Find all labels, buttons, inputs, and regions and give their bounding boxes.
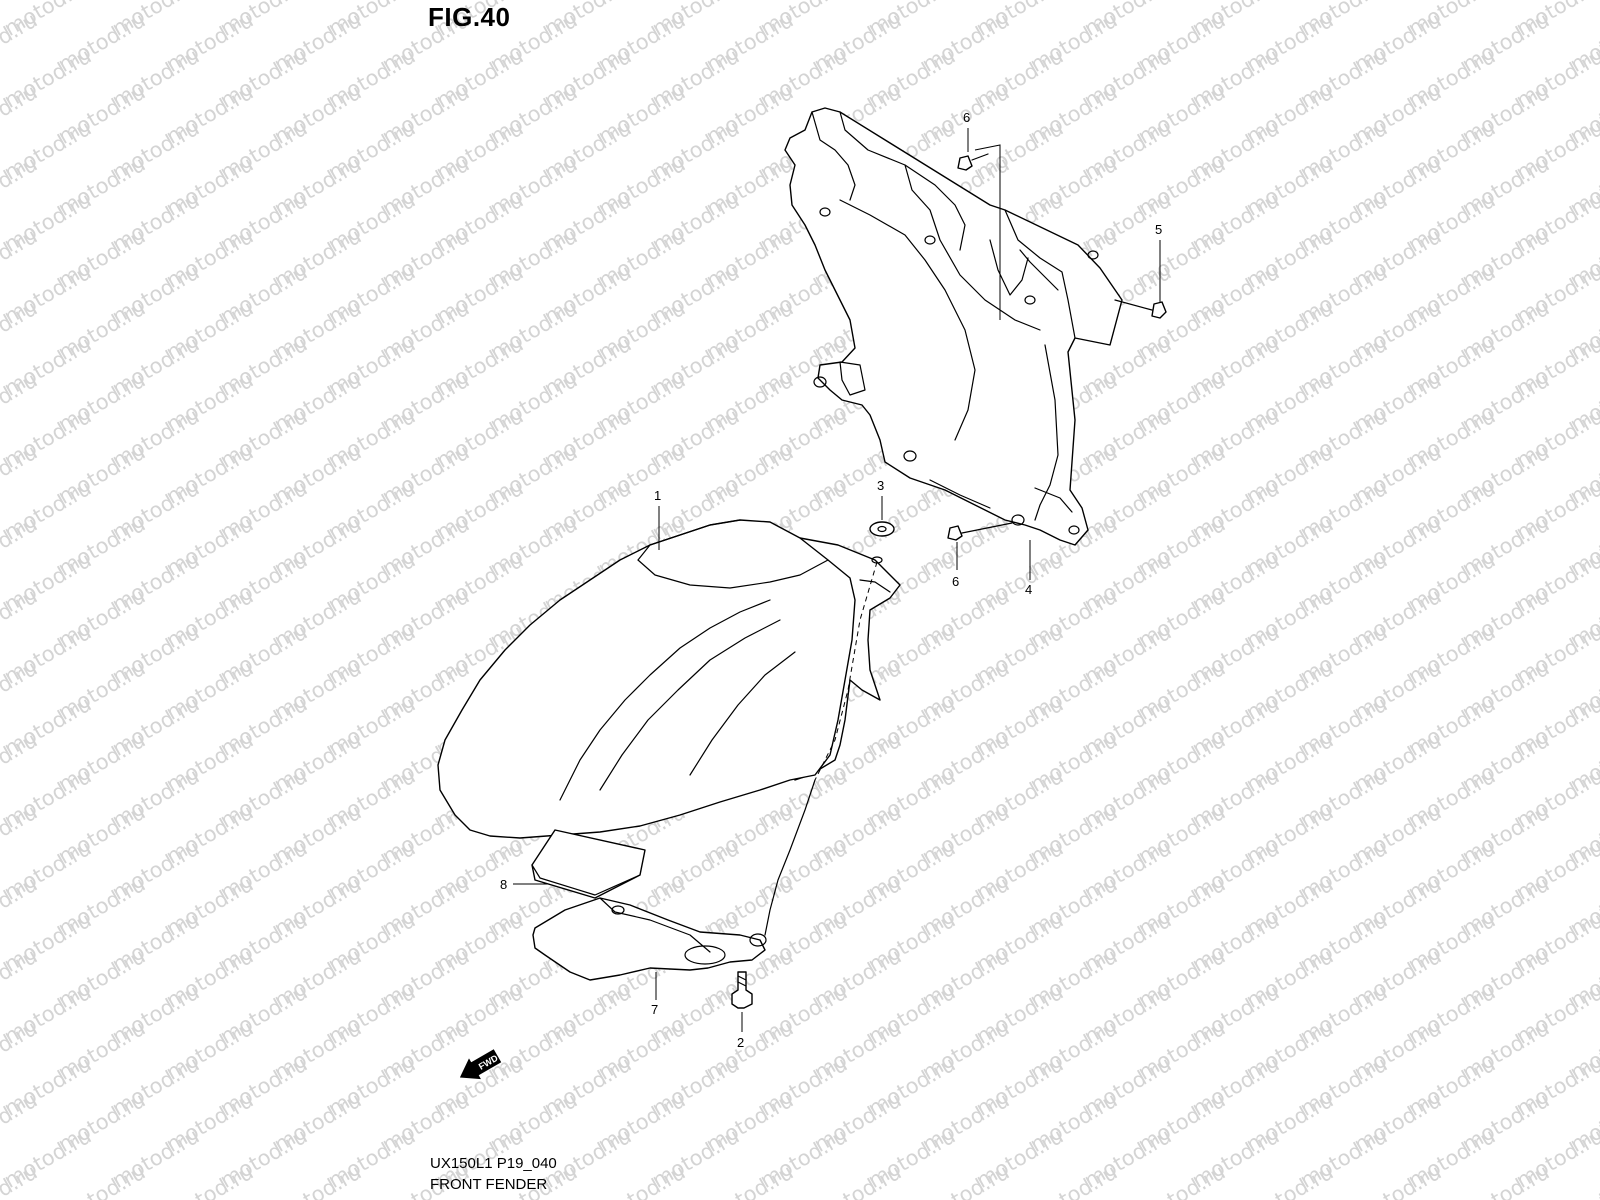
callout-1: 1 [654,488,661,503]
callout-6-top: 6 [963,110,970,125]
leader-lines [513,128,1161,1032]
washer-part [869,521,895,537]
callout-4: 4 [1025,582,1032,597]
callout-6-bottom: 6 [952,574,959,589]
bracket-part [532,897,767,981]
callout-3: 3 [877,478,884,493]
figure-name: FRONT FENDER [430,1176,548,1193]
front-fender-part [437,519,901,936]
callout-8: 8 [500,877,507,892]
inner-fender-part [784,107,1123,546]
screw-part-6-top [957,144,1001,320]
pad-part [531,829,646,899]
screw-part-5 [1114,299,1167,319]
callout-5: 5 [1155,222,1162,237]
callout-7: 7 [651,1002,658,1017]
forward-arrow-icon: FWD [459,1049,502,1080]
figure-code: UX150L1 P19_040 [430,1155,557,1172]
screw-part-6-bottom [947,522,1013,541]
bolt-part [731,971,753,1009]
callout-2: 2 [737,1035,744,1050]
figure-title: FIG.40 [428,2,511,32]
